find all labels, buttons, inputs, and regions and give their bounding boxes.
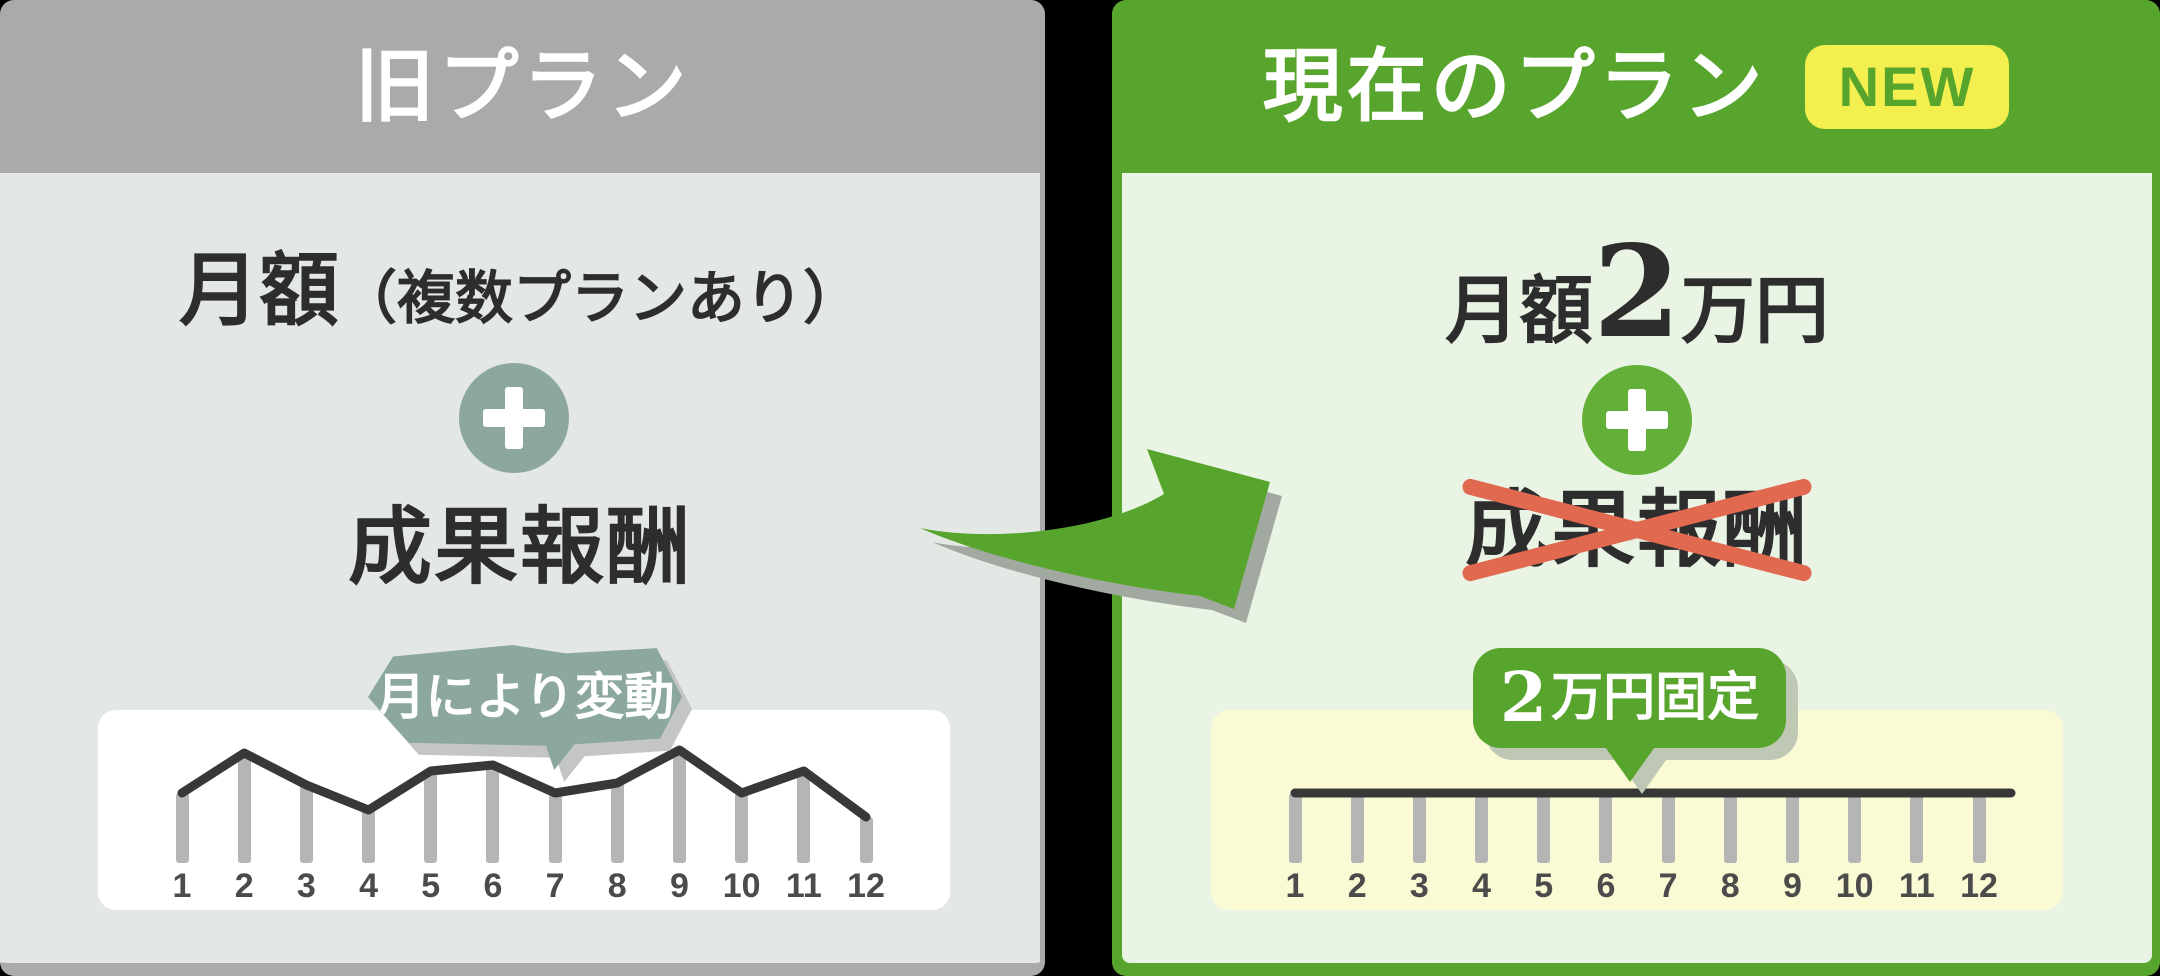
chart-month-label: 8 <box>1720 867 1740 905</box>
old-plan-fee-line: 月額（複数プランあり） <box>0 251 1040 331</box>
chart-bar <box>237 753 251 863</box>
chart-bar <box>1537 793 1551 863</box>
new-plan-panel: 現在のプラン NEW 月額2万円 成果報酬 2 万円固定 <box>1112 0 2160 976</box>
new-reward-wrap: 成果報酬 <box>1122 477 2152 583</box>
chart-month-label: 4 <box>359 867 378 905</box>
chart-bar <box>1972 793 1986 863</box>
chart-month-label: 11 <box>785 867 822 905</box>
chart-month-label: 9 <box>1782 867 1802 905</box>
new-fee-suffix: 万円 <box>1680 269 1829 352</box>
chart-line <box>177 745 871 822</box>
speech-bubble-tail <box>1602 744 1657 782</box>
plus-icon <box>1582 365 1692 475</box>
old-plan-header: 旧プラン <box>0 0 1045 173</box>
chart-month-label: 8 <box>607 867 627 905</box>
chart-month-label: 1 <box>172 867 192 905</box>
chart-bar <box>610 783 624 863</box>
chart-bar <box>1910 793 1924 863</box>
chart-bar <box>1723 793 1737 863</box>
new-fee-amount: 2 <box>1593 218 1681 366</box>
chart-bar <box>486 765 500 863</box>
chart-bar <box>1661 793 1675 863</box>
variable-cost-label: 月により変動 <box>375 669 675 725</box>
chart-bar <box>797 771 811 863</box>
chart-bar <box>424 771 438 863</box>
new-plan-title: 現在のプラン <box>1262 41 1767 131</box>
chart-bar <box>672 750 686 863</box>
new-fee-prefix: 月額 <box>1445 269 1594 352</box>
chart-bar <box>859 817 873 863</box>
chart-bar <box>1848 793 1862 863</box>
variable-cost-speech-bubble: 月により変動 <box>368 645 682 770</box>
chart-month-label: 7 <box>1658 867 1678 905</box>
chart-bar <box>1350 793 1364 863</box>
chart-month-label: 3 <box>1409 867 1429 905</box>
chart-bar <box>1599 793 1613 863</box>
new-plan-header: 現在のプラン NEW <box>1112 0 2160 173</box>
old-fee-note: （複数プランあり） <box>338 266 861 331</box>
chart-bar <box>362 810 376 863</box>
chart-month-label: 6 <box>1596 867 1616 905</box>
chart-month-label: 3 <box>296 867 316 905</box>
old-reward-label: 成果報酬 <box>347 500 692 594</box>
new-reward-label-crossed: 成果報酬 <box>1460 477 1814 583</box>
transition-arrow-shape <box>920 449 1270 609</box>
speech-bubble-shape: 月により変動 <box>368 645 682 746</box>
chart-month-label: 5 <box>421 867 441 905</box>
chart-bar <box>299 785 313 863</box>
chart-bar <box>1475 793 1489 863</box>
chart-month-label: 9 <box>669 867 689 905</box>
chart-month-label: 7 <box>545 867 565 905</box>
chart-month-label: 5 <box>1534 867 1554 905</box>
chart-bar <box>548 793 562 863</box>
new-badge: NEW <box>1804 44 2010 129</box>
transition-arrow <box>920 449 1282 623</box>
chart-bar <box>1785 793 1799 863</box>
chart-month-label: 4 <box>1472 867 1491 905</box>
chart-month-label: 2 <box>234 867 254 905</box>
old-fee-main: 月額 <box>178 246 339 335</box>
chart-month-label: 10 <box>1835 867 1874 905</box>
chart-month-label: 11 <box>1898 867 1935 905</box>
chart-month-label: 12 <box>1960 867 1998 905</box>
chart-bar <box>175 793 189 863</box>
chart-bar <box>735 793 749 863</box>
fixed-cost-amount: 2 <box>1499 658 1548 738</box>
chart-month-label: 10 <box>722 867 761 905</box>
chart-bar <box>1288 793 1302 863</box>
chart-line <box>1290 788 2016 798</box>
chart-month-label: 1 <box>1285 867 1305 905</box>
plus-icon <box>459 363 569 473</box>
new-plan-fee-line: 月額2万円 <box>1122 229 2152 355</box>
fixed-cost-label: 万円固定 <box>1551 669 1760 727</box>
chart-bar <box>1412 793 1426 863</box>
chart-month-label: 2 <box>1347 867 1367 905</box>
old-plan-title: 旧プラン <box>354 41 691 131</box>
chart-month-label: 6 <box>483 867 503 905</box>
fixed-cost-speech-bubble: 2 万円固定 <box>1473 648 1786 782</box>
chart-month-label: 12 <box>847 867 885 905</box>
speech-bubble-shape: 2 万円固定 <box>1473 648 1786 748</box>
